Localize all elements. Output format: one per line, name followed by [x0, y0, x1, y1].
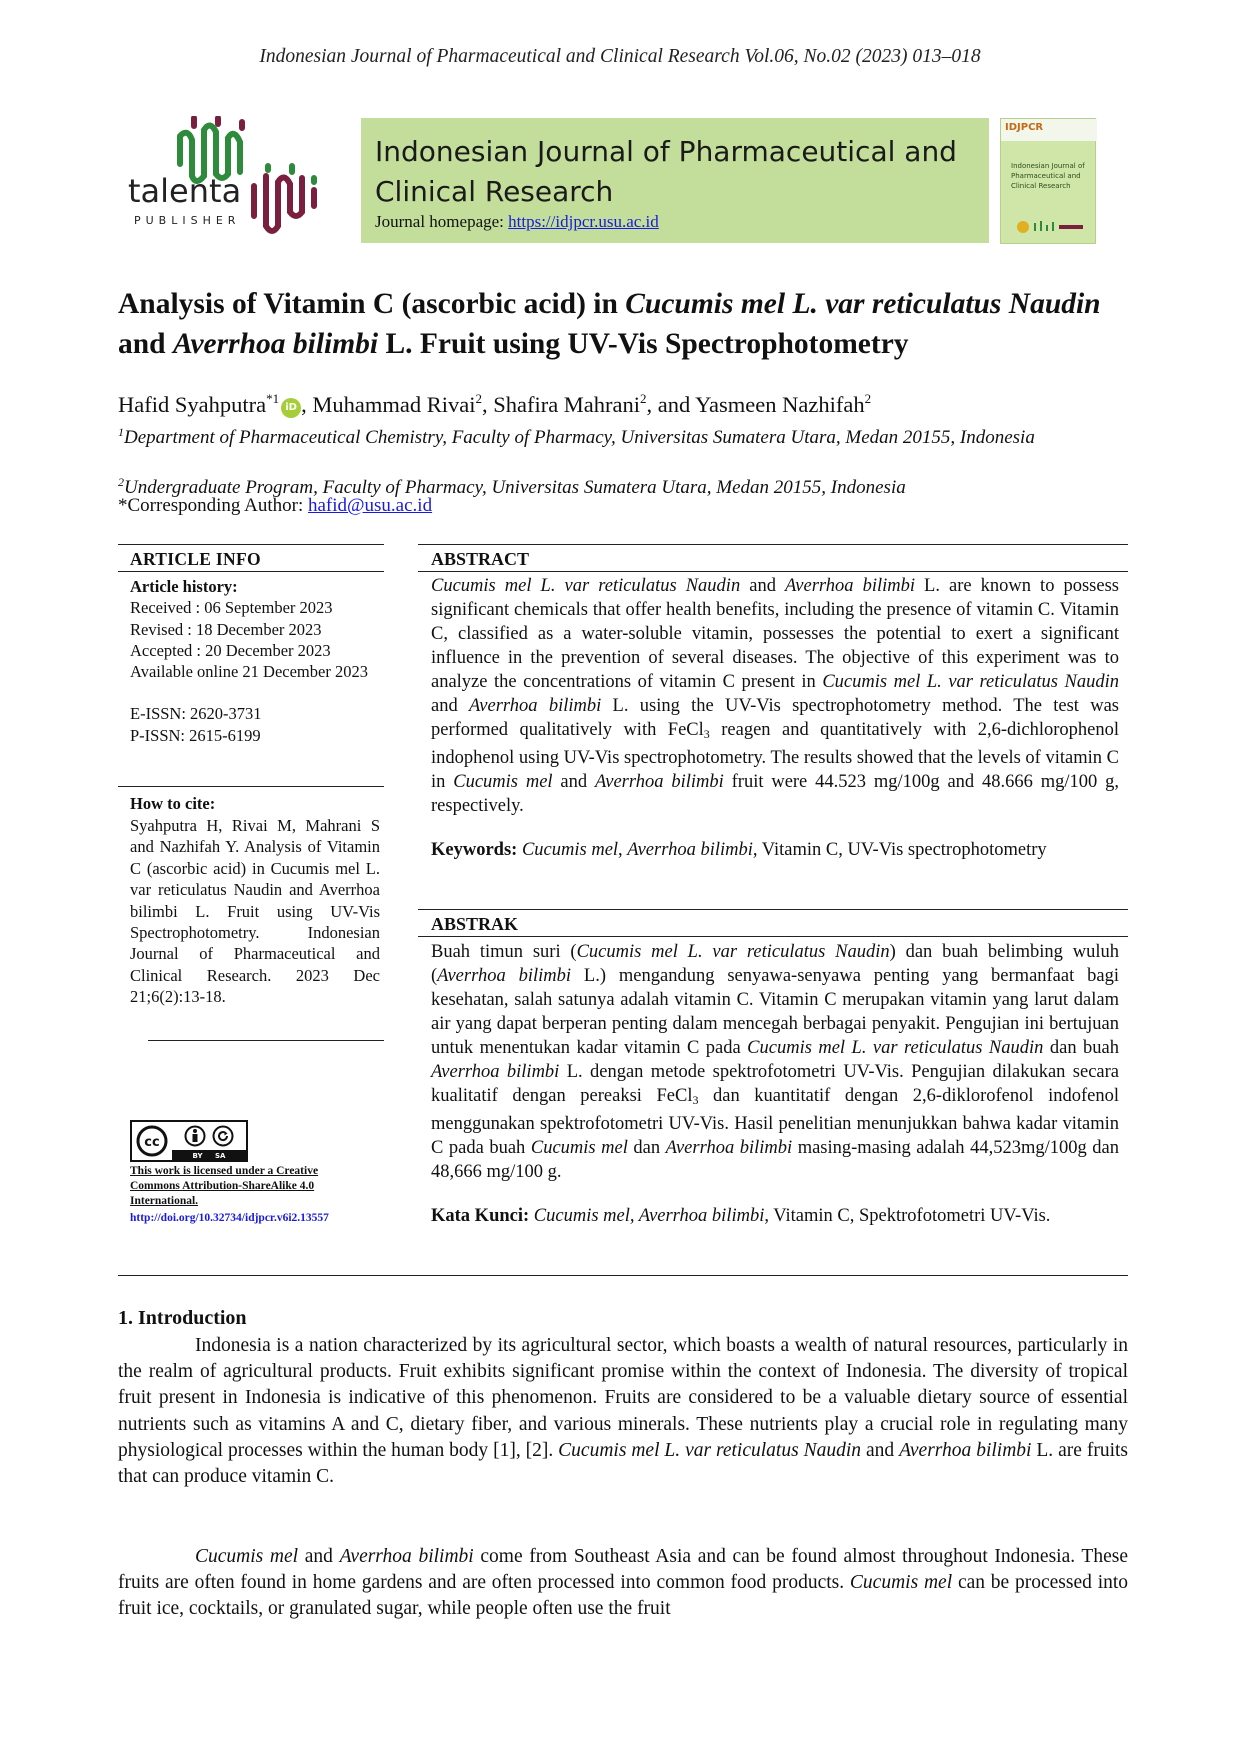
- svg-text:cc: cc: [144, 1135, 159, 1150]
- spacer: [130, 682, 380, 703]
- cover-header: [1001, 119, 1097, 141]
- divider: [118, 786, 384, 787]
- author-sup: 2: [640, 391, 647, 406]
- section-divider: [118, 1275, 1128, 1276]
- abstrak-heading: ABSTRAK: [431, 914, 519, 934]
- author-sup: 2: [475, 391, 482, 406]
- corresponding-author: *Corresponding Author: hafid@usu.ac.id: [118, 494, 432, 518]
- author-list: Hafid Syahputra*1iD, Muhammad Rivai2, Sh…: [118, 384, 1128, 420]
- homepage-link[interactable]: https://idjpcr.usu.ac.id: [508, 212, 659, 231]
- divider: [118, 571, 384, 572]
- title-text: Analysis of Vitamin C (ascorbic acid) in: [118, 288, 626, 320]
- cover-publisher-icon: [1017, 221, 1083, 233]
- abstract-heading: ABSTRACT: [431, 549, 530, 569]
- homepage-label: Journal homepage:: [375, 212, 504, 231]
- cover-title: Indonesian Journal of Pharmaceutical and…: [1011, 162, 1085, 190]
- keywords-label: Keywords:: [431, 840, 518, 860]
- journal-title: Indonesian Journal of Pharmaceutical and…: [375, 135, 957, 208]
- author-sup: 2: [864, 391, 872, 406]
- article-history: Article history: Received : 06 September…: [130, 576, 380, 746]
- affiliation-sup: 1: [118, 425, 124, 439]
- share-alike-icon: [212, 1125, 234, 1147]
- author-name: Hafid Syahputra: [118, 392, 267, 417]
- journal-banner: Indonesian Journal of Pharmaceutical and…: [361, 118, 989, 243]
- author-separator: ,: [481, 392, 494, 417]
- doi-link[interactable]: http://doi.org/10.32734/idjpcr.v6i2.1355…: [130, 1212, 329, 1224]
- author-separator: ,: [301, 392, 313, 417]
- pissn: P-ISSN: 2615-6199: [130, 725, 261, 745]
- abstrak-text: Buah timun suri (Cucumis mel L. var reti…: [431, 942, 1120, 1182]
- title-text: L. Fruit using UV-Vis Spectrophotometry: [378, 328, 909, 360]
- author-sup: *1: [266, 391, 280, 406]
- orcid-icon[interactable]: iD: [281, 398, 302, 418]
- introduction-heading: 1. Introduction: [118, 1307, 247, 1329]
- received-date: Received : 06 September 2023: [130, 598, 333, 618]
- affiliation-text: Undergraduate Program, Faculty of Pharma…: [124, 477, 906, 498]
- affiliation-sup: 2: [118, 475, 124, 489]
- title-species-2: Averrhoa bilimbi: [172, 328, 379, 360]
- title-species-1: Cucumis mel L. var reticulatus Naudin: [625, 288, 1101, 320]
- license-text-link[interactable]: This work is licensed under a Creative C…: [130, 1165, 319, 1207]
- divider: [418, 571, 1128, 572]
- affiliation-text: Department of Pharmaceutical Chemistry, …: [124, 427, 1035, 448]
- article-info-heading: ARTICLE INFO: [130, 549, 261, 569]
- publisher-logo: talenta PUBLISHER: [128, 115, 348, 240]
- journal-cover: IDJPCR Indonesian Journal of Pharmaceuti…: [1000, 118, 1097, 244]
- introduction-paragraph-1: Indonesia is a nation characterized by i…: [118, 1335, 1129, 1488]
- corresponding-label: *Corresponding Author:: [118, 495, 304, 516]
- revised-date: Revised : 18 December 2023: [130, 619, 322, 639]
- attribution-icon: [184, 1125, 206, 1147]
- cc-icon: cc: [136, 1125, 168, 1157]
- cc-license-badge[interactable]: cc BY SA: [130, 1120, 248, 1162]
- affiliation-1: 1Department of Pharmaceutical Chemistry,…: [118, 420, 1128, 450]
- corresponding-email-link[interactable]: hafid@usu.ac.id: [308, 495, 433, 516]
- how-to-cite-text: Syahputra H, Rivai M, Mahrani S and Nazh…: [130, 816, 380, 1007]
- abstrak-keywords: Kata Kunci: Cucumis mel, Averrhoa bilimb…: [431, 1206, 1051, 1226]
- kata-kunci-label: Kata Kunci:: [431, 1206, 530, 1226]
- author-separator: , and: [646, 392, 696, 417]
- how-to-cite-label: How to cite:: [130, 794, 216, 813]
- introduction-paragraph-2: Cucumis mel and Averrhoa bilimbi come fr…: [118, 1546, 1129, 1620]
- author-name: Muhammad Rivai: [312, 392, 476, 417]
- eissn: E-ISSN: 2620-3731: [130, 704, 262, 724]
- abstract-keywords: Keywords: Cucumis mel, Averrhoa bilimbi,…: [431, 840, 1047, 860]
- cc-by-sa-label: BY SA: [172, 1150, 246, 1162]
- accepted-date: Accepted : 20 December 2023: [130, 640, 331, 660]
- divider: [118, 544, 384, 545]
- divider: [418, 544, 1128, 545]
- abstract-text: Cucumis mel L. var reticulatus Naudin an…: [431, 576, 1120, 816]
- divider: [418, 936, 1128, 937]
- title-text: and: [118, 328, 173, 360]
- paper-title: Analysis of Vitamin C (ascorbic acid) in…: [118, 284, 1128, 364]
- online-date: Available online 21 December 2023: [130, 662, 368, 682]
- cover-logo: IDJPCR: [1005, 122, 1044, 133]
- publisher-name: talenta: [128, 172, 241, 210]
- affiliation-2: 2Undergraduate Program, Faculty of Pharm…: [118, 470, 1128, 500]
- publisher-sub: PUBLISHER: [134, 214, 240, 227]
- author-name: Yasmeen Nazhifah: [695, 392, 865, 417]
- history-label: Article history:: [130, 577, 238, 596]
- talenta-logo-icon: talenta PUBLISHER: [128, 115, 317, 234]
- running-head: Indonesian Journal of Pharmaceutical and…: [259, 46, 981, 67]
- divider: [418, 909, 1128, 910]
- journal-homepage: Journal homepage: https://idjpcr.usu.ac.…: [375, 212, 659, 232]
- author-name: Shafira Mahrani: [493, 392, 641, 417]
- divider: [148, 1040, 384, 1041]
